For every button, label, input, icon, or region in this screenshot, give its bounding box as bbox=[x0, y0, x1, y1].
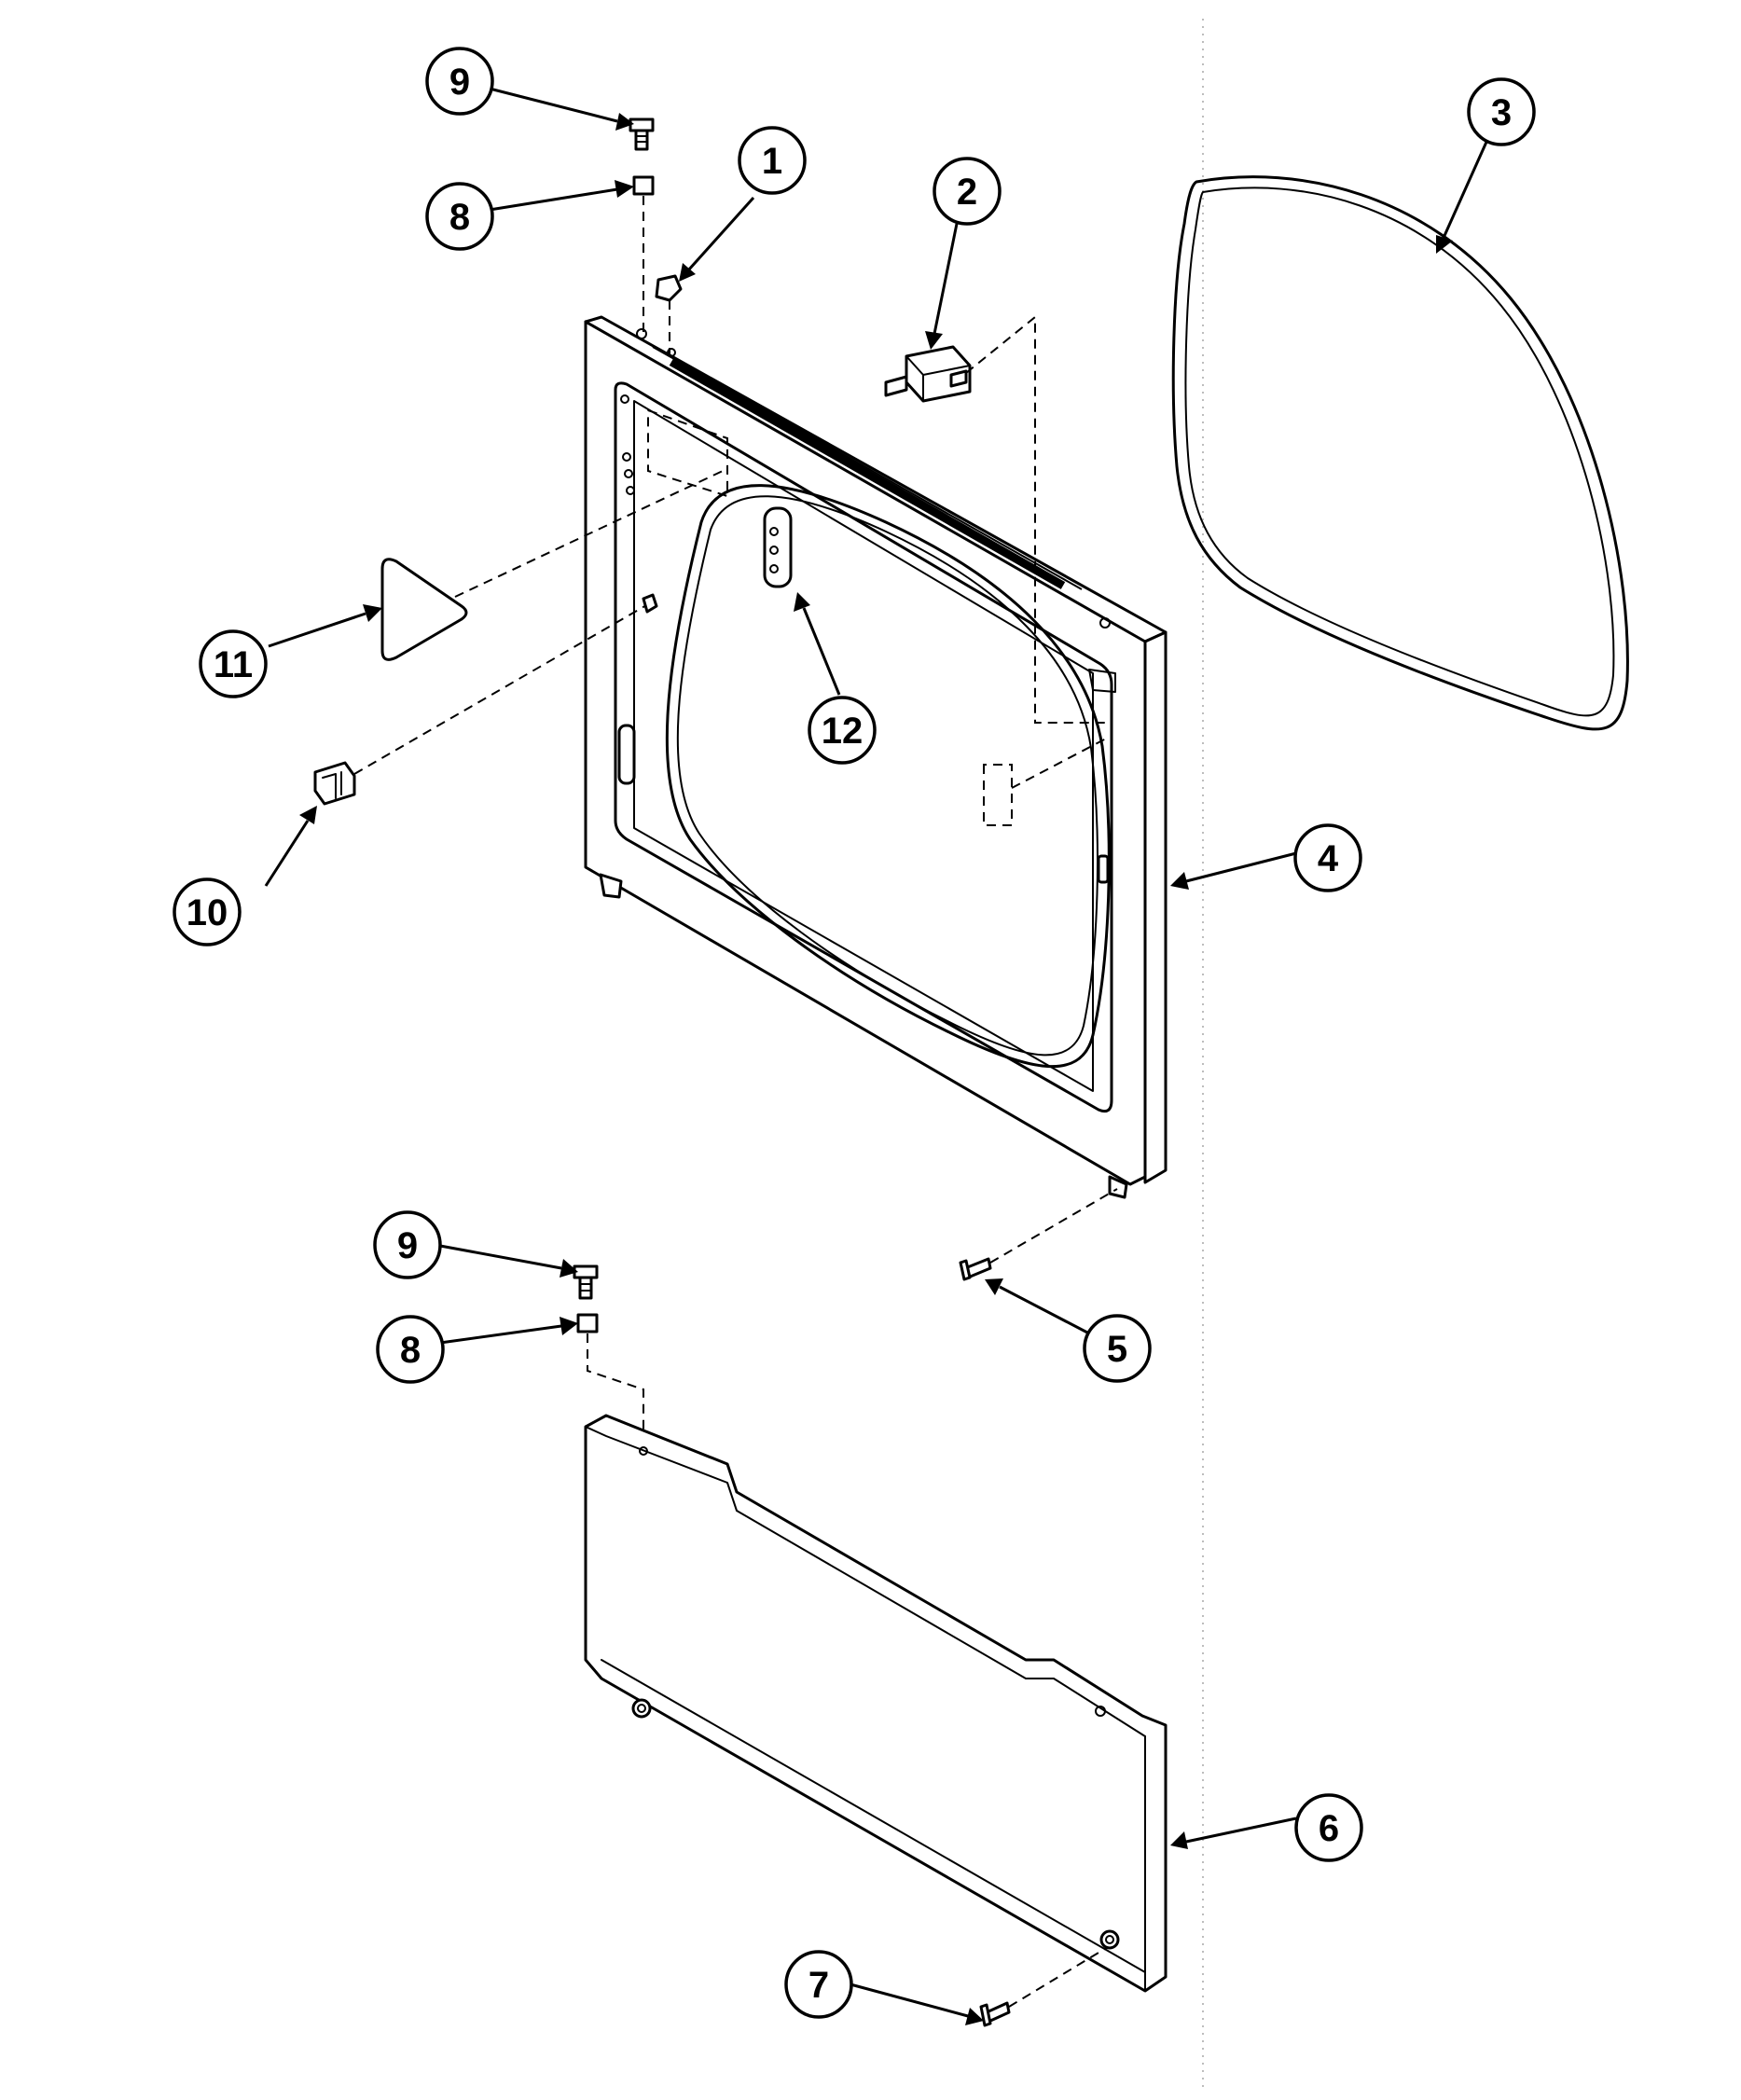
callout-1: 1 bbox=[738, 126, 807, 195]
callout-label: 6 bbox=[1319, 1808, 1339, 1849]
callout-label: 11 bbox=[214, 644, 253, 685]
callout-5: 5 bbox=[1083, 1314, 1152, 1383]
front-panel bbox=[584, 315, 1168, 1199]
callout-label: 10 bbox=[187, 892, 228, 933]
callout-4: 4 bbox=[1293, 823, 1362, 892]
bottom-screw-and-spacer bbox=[573, 1264, 644, 1445]
top-screw-and-spacer bbox=[629, 117, 655, 336]
part-5-screw bbox=[959, 1188, 1118, 1281]
callout-label: 9 bbox=[449, 62, 470, 103]
callout-label: 12 bbox=[822, 711, 864, 752]
callout-12: 12 bbox=[808, 696, 877, 765]
part-2-door-switch bbox=[884, 314, 1111, 826]
callout-8-bottom: 8 bbox=[376, 1315, 445, 1384]
part-6-lower-panel bbox=[584, 1414, 1168, 1993]
part-1-clip bbox=[655, 274, 683, 359]
callout-label: 1 bbox=[762, 141, 782, 182]
callout-3: 3 bbox=[1467, 77, 1536, 146]
callout-7: 7 bbox=[784, 1950, 853, 2019]
callout-8-top: 8 bbox=[425, 182, 494, 251]
callout-10: 10 bbox=[173, 877, 242, 946]
callout-label: 3 bbox=[1491, 92, 1512, 133]
leader-lines bbox=[264, 87, 1489, 2025]
callout-label: 8 bbox=[449, 197, 470, 238]
callout-label: 7 bbox=[808, 1965, 829, 2006]
part-12-hinge bbox=[763, 506, 793, 588]
callout-11: 11 bbox=[199, 629, 268, 698]
callout-6: 6 bbox=[1294, 1793, 1363, 1862]
callout-9-top: 9 bbox=[425, 47, 494, 116]
part-7-screw bbox=[979, 1946, 1109, 2027]
callout-9-bottom: 9 bbox=[373, 1210, 442, 1279]
callout-2: 2 bbox=[933, 157, 1002, 226]
callout-label: 9 bbox=[397, 1225, 418, 1266]
callout-label: 5 bbox=[1107, 1329, 1127, 1370]
callout-label: 2 bbox=[957, 172, 977, 213]
part-11-label bbox=[380, 470, 724, 661]
part-3-door-seal bbox=[1171, 175, 1629, 731]
callout-label: 8 bbox=[400, 1330, 421, 1371]
part-10-fastener bbox=[313, 593, 658, 806]
callout-label: 4 bbox=[1318, 838, 1339, 879]
